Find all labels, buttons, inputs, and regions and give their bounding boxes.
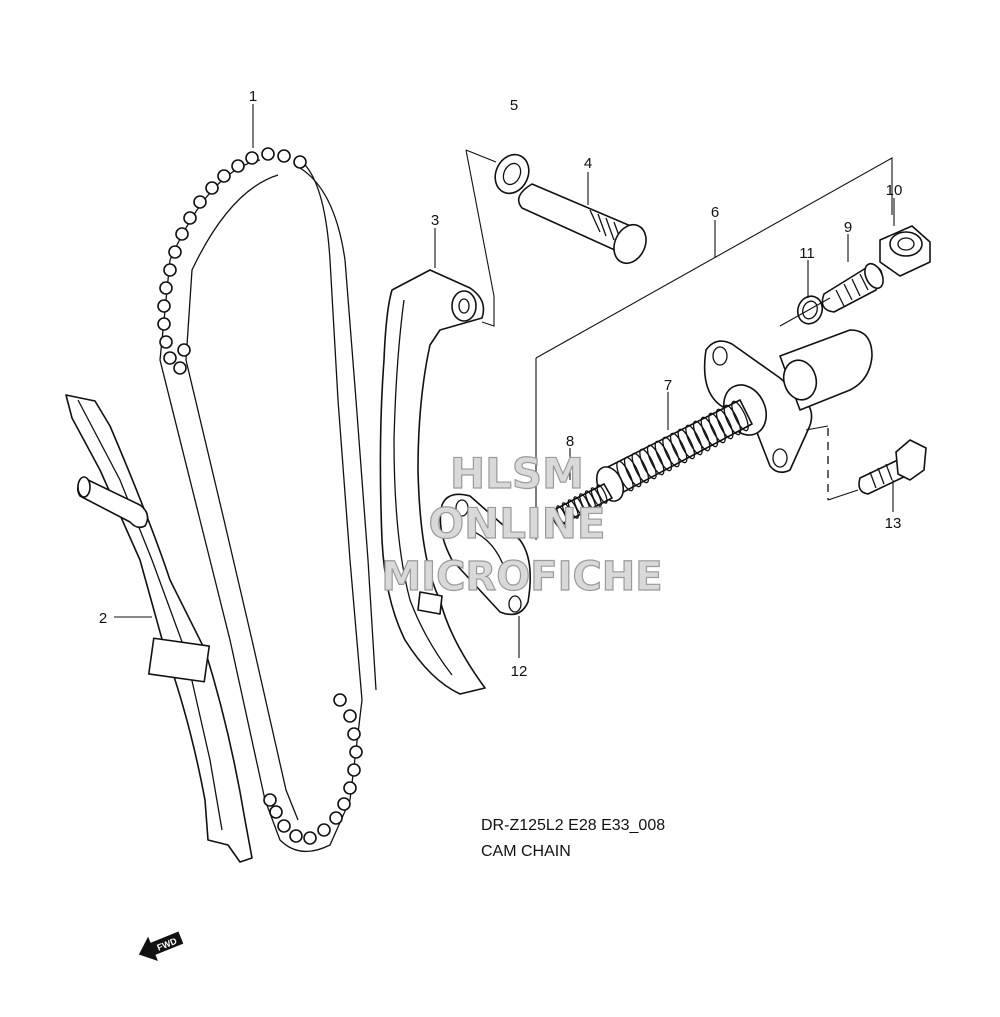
forward-label: FWD <box>155 936 178 953</box>
spring-coil <box>654 440 673 472</box>
small-spring-coil <box>596 484 608 504</box>
chain-roller <box>163 351 177 365</box>
chain-roller <box>289 829 303 843</box>
chain-roller <box>157 299 171 313</box>
spring-coil <box>692 420 711 452</box>
diagram-title: CAM CHAIN <box>481 843 571 860</box>
chain-roller <box>333 693 347 707</box>
callout-11: 11 <box>799 245 815 262</box>
chain-roller <box>349 745 363 759</box>
callout-8: 8 <box>566 433 574 450</box>
part-2-chain-guide[interactable] <box>65 394 253 863</box>
callout-3: 3 <box>431 212 439 229</box>
callout-labels: 1 2 3 4 5 6 7 8 9 10 11 12 13 <box>99 88 903 680</box>
watermark: HLSM ONLINE MICROFICHE <box>381 448 663 600</box>
chain-roller <box>269 805 283 819</box>
chain-roller <box>263 793 277 807</box>
watermark-line-3: MICROFICHE <box>381 554 662 600</box>
part-4-pivot-bolt[interactable] <box>517 183 652 268</box>
chain-roller <box>217 169 231 183</box>
spring-coil <box>700 416 719 448</box>
spring-coil <box>646 444 665 476</box>
chain-roller <box>183 211 197 225</box>
chain-roller <box>343 781 357 795</box>
callout-5: 5 <box>510 97 518 114</box>
callout-6: 6 <box>711 204 719 221</box>
part-3-tensioner-arm[interactable] <box>379 269 486 695</box>
leader-lines <box>114 104 895 658</box>
chain-roller <box>317 823 331 837</box>
spring-coil <box>662 436 680 468</box>
spring-coil <box>731 400 749 432</box>
chain-roller <box>245 151 259 165</box>
spring-coil <box>708 412 726 444</box>
chain-roller-links <box>157 147 363 845</box>
watermark-line-1: HLSM <box>450 449 584 498</box>
chain-roller <box>261 147 275 161</box>
chain-roller <box>347 763 361 777</box>
model-code: DR-Z125L2 E28 E33_008 <box>481 817 665 834</box>
chain-roller <box>157 317 171 331</box>
chain-roller <box>205 181 219 195</box>
spring-coil <box>639 448 657 480</box>
spring-coil <box>623 456 642 488</box>
callout-9: 9 <box>844 219 852 236</box>
chain-roller <box>343 709 357 723</box>
part-11-o-ring[interactable] <box>794 293 826 328</box>
chain-roller <box>168 245 182 259</box>
spring-coil <box>723 404 742 436</box>
part-1-cam-chain[interactable] <box>157 147 377 852</box>
part-10-cap-nut[interactable] <box>879 225 931 277</box>
chain-roller <box>159 281 173 295</box>
part-12-gasket[interactable] <box>439 493 532 616</box>
chain-roller <box>347 727 361 741</box>
spring-coil <box>669 432 688 464</box>
chain-roller <box>159 335 173 349</box>
callout-7: 7 <box>664 377 672 394</box>
spring-coils <box>616 400 749 492</box>
chain-roller <box>193 195 207 209</box>
callout-1: 1 <box>249 88 257 105</box>
chain-roller <box>303 831 317 845</box>
chain-roller <box>277 819 291 833</box>
spring-coil <box>715 408 734 440</box>
part-8-spring[interactable] <box>549 483 613 529</box>
chain-roller <box>329 811 343 825</box>
chain-roller <box>337 797 351 811</box>
chain-roller <box>163 263 177 277</box>
spring-coil <box>677 428 696 460</box>
chain-roller <box>177 343 191 357</box>
spring-coil <box>685 424 703 456</box>
chain-roller <box>175 227 189 241</box>
callout-2: 2 <box>99 610 107 627</box>
callout-12: 12 <box>511 663 528 680</box>
part-7-spring[interactable] <box>592 399 753 505</box>
chain-roller <box>277 149 291 163</box>
callout-10: 10 <box>886 182 903 199</box>
callout-4: 4 <box>584 155 592 172</box>
small-spring-coils <box>550 484 608 528</box>
part-13-bolt[interactable] <box>858 439 927 495</box>
part-6-tensioner-body[interactable] <box>703 329 873 474</box>
part-9-screw[interactable] <box>821 261 886 313</box>
spring-coil <box>631 452 650 484</box>
callout-13: 13 <box>885 515 902 532</box>
watermark-line-2: ONLINE <box>428 499 605 548</box>
assembly-lines <box>465 149 893 540</box>
part-5-washer[interactable] <box>489 149 535 199</box>
forward-arrow-icon: FWD <box>138 931 184 961</box>
chain-roller <box>231 159 245 173</box>
chain-roller <box>293 155 307 169</box>
chain-roller <box>173 361 187 375</box>
